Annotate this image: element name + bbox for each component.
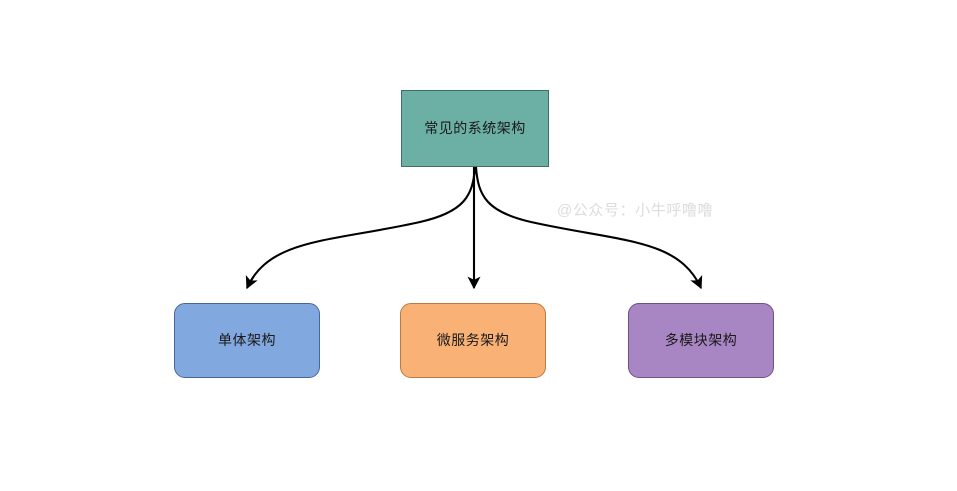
node-monolithic-label: 单体架构 [218,332,276,349]
edge-root-to-multimodule [474,166,703,290]
node-multimodule-architecture[interactable]: 多模块架构 [628,303,774,378]
edge-root-to-monolith [245,166,477,290]
node-microservice-architecture[interactable]: 微服务架构 [400,303,546,378]
node-multimodule-label: 多模块架构 [664,332,738,349]
watermark-text: @公众号：小牛呼噜噜 [557,202,714,219]
node-monolithic-architecture[interactable]: 单体架构 [174,303,320,378]
node-root-system-architecture[interactable]: 常见的系统架构 [401,90,549,167]
node-root-label: 常见的系统架构 [424,120,526,137]
node-microservice-label: 微服务架构 [436,332,510,349]
